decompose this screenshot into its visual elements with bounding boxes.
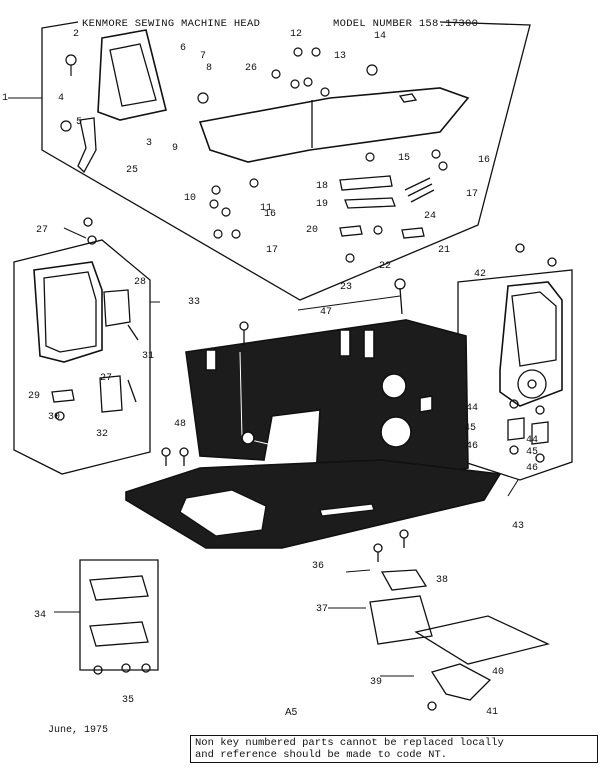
part-label: 26 bbox=[245, 63, 257, 74]
part-label: 28 bbox=[134, 277, 146, 288]
part-label: 44 bbox=[466, 403, 478, 414]
part-label: 32 bbox=[96, 429, 108, 440]
part-label: 40 bbox=[492, 667, 504, 678]
part-label: 23 bbox=[340, 282, 352, 293]
part-label: 6 bbox=[180, 43, 186, 54]
part-label: 21 bbox=[438, 245, 450, 256]
part-label: 34 bbox=[34, 610, 46, 621]
part-label: 18 bbox=[316, 181, 328, 192]
part-label: 31 bbox=[142, 351, 154, 362]
part-label: 14 bbox=[374, 31, 386, 42]
part-label: 25 bbox=[126, 165, 138, 176]
part-label: 46 bbox=[466, 441, 478, 452]
part-label: 47 bbox=[320, 307, 332, 318]
part-label: 5 bbox=[76, 117, 82, 128]
part-label: 45 bbox=[464, 423, 476, 434]
part-label: 12 bbox=[290, 29, 302, 40]
part-label: 9 bbox=[172, 143, 178, 154]
part-label: 15 bbox=[398, 153, 410, 164]
part-label: 1 bbox=[2, 93, 8, 104]
publication-date: June, 1975 bbox=[48, 725, 109, 736]
model-number: MODEL NUMBER 158.17300 bbox=[333, 18, 478, 30]
part-label: 2 bbox=[73, 29, 79, 40]
part-label: 17 bbox=[266, 245, 278, 256]
part-label: 37 bbox=[316, 604, 328, 615]
left-frame bbox=[13, 239, 151, 475]
part-label: 27 bbox=[36, 225, 48, 236]
page-code: A5 bbox=[285, 707, 298, 718]
part-label: 41 bbox=[486, 707, 498, 718]
bottom-left-frame bbox=[79, 559, 159, 671]
part-label: 29 bbox=[28, 391, 40, 402]
part-label: 44 bbox=[526, 435, 538, 446]
footnote-line-2: and reference should be made to code NT. bbox=[195, 749, 448, 761]
part-label: 38 bbox=[436, 575, 448, 586]
diagram-title: KENMORE SEWING MACHINE HEAD bbox=[82, 18, 260, 30]
part-label: 22 bbox=[379, 261, 391, 272]
part-label: 4 bbox=[58, 93, 64, 104]
part-label: 8 bbox=[206, 63, 212, 74]
part-label: 3 bbox=[146, 138, 152, 149]
part-label: 24 bbox=[424, 211, 436, 222]
part-label: 19 bbox=[316, 199, 328, 210]
part-label: 48 bbox=[174, 419, 186, 430]
footnote-box: Non key numbered parts cannot be replace… bbox=[190, 735, 598, 763]
top-frame bbox=[41, 21, 531, 301]
part-label: 46 bbox=[526, 463, 538, 474]
part-label: 10 bbox=[184, 193, 196, 204]
part-label: 20 bbox=[306, 225, 318, 236]
part-label: 45 bbox=[526, 447, 538, 458]
footnote-line-1: Non key numbered parts cannot be replace… bbox=[195, 737, 504, 749]
part-label: 27 bbox=[100, 373, 112, 384]
part-label: 13 bbox=[334, 51, 346, 62]
part-label: 42 bbox=[474, 269, 486, 280]
part-label: 11 bbox=[260, 203, 272, 214]
part-label: 16 bbox=[264, 209, 276, 220]
part-label: 16 bbox=[478, 155, 490, 166]
part-label: 43 bbox=[512, 521, 524, 532]
part-label: 30 bbox=[48, 412, 60, 423]
part-label: 33 bbox=[188, 297, 200, 308]
part-label: 36 bbox=[312, 561, 324, 572]
part-label: 35 bbox=[122, 695, 134, 706]
part-label: 7 bbox=[200, 51, 206, 62]
part-label: 17 bbox=[466, 189, 478, 200]
part-label: 39 bbox=[370, 677, 382, 688]
